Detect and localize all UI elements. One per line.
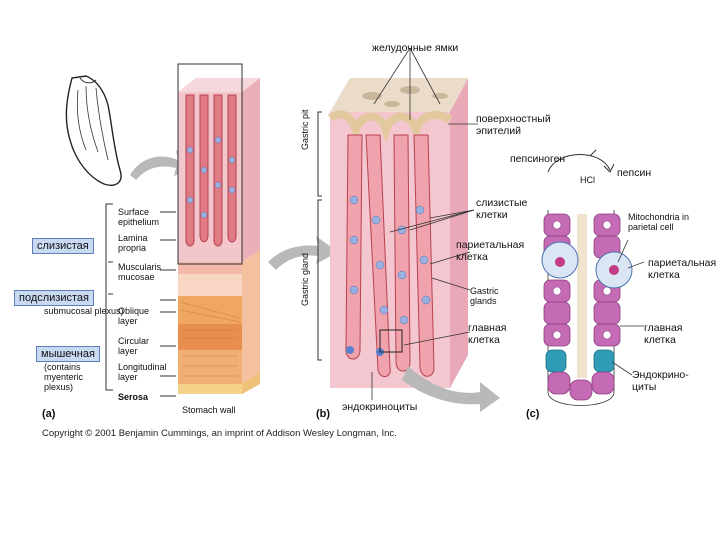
- panel-b-label: (b): [316, 408, 331, 420]
- label-circular-layer: Circular layer: [118, 336, 150, 356]
- box-submucosa: подслизистая: [14, 290, 94, 306]
- label-gastric-glands: Gastric glands: [470, 286, 499, 306]
- box-mucosa: слизистая: [32, 238, 94, 254]
- label-endocrine-cells-c: Эндокрино-циты: [632, 369, 689, 393]
- label-pepsin: пепсин: [617, 167, 652, 179]
- arrow-to-cells: [402, 366, 500, 412]
- panel-a-label: (a): [42, 408, 56, 420]
- label-longitudinal-layer: Longitudinal layer: [118, 362, 167, 382]
- copyright: Copyright © 2001 Benjamin Cummings, an i…: [42, 428, 397, 439]
- layer-brackets: [105, 203, 176, 397]
- label-surface-epithelium: поверхностный эпителий: [476, 113, 551, 137]
- label-gastric-pits: желудочные ямки: [372, 42, 459, 54]
- stomach-wall-block: [177, 63, 260, 394]
- label-lamina-propria: Lamina propria: [118, 233, 148, 253]
- gastric-gland-block: [327, 78, 468, 388]
- label-myenteric-plexus: (contains myenteric plexus): [44, 362, 84, 392]
- label-gastric-gland: Gastric gland: [300, 252, 310, 306]
- label-parietal-cell-c: париетальная клетка: [648, 257, 717, 281]
- label-hcl: HCl: [580, 175, 595, 185]
- label-surface-epithelium-en: Surface epithelium: [118, 207, 160, 227]
- stomach-sketch: [65, 75, 122, 186]
- label-chief-cell: главная клетка: [468, 322, 507, 346]
- label-gastric-pit: Gastric pit: [300, 109, 310, 150]
- arrow-to-gland: [268, 236, 338, 270]
- label-muscularis-mucosae: Muscularis mucosae: [118, 262, 162, 282]
- label-endocrine-cells: эндокриноциты: [342, 401, 418, 413]
- gland-cells-panel: [541, 210, 645, 406]
- label-submucosal-plexus: submucosal plexus): [44, 306, 124, 316]
- label-mucous-cells: слизистые клетки: [476, 197, 528, 221]
- label-oblique-layer: Oblique layer: [118, 306, 150, 326]
- box-muscularis: мышечная: [36, 346, 100, 362]
- label-serosa: Serosa: [118, 392, 149, 402]
- label-pepsinogen: пепсиноген: [510, 153, 566, 165]
- label-parietal-cell: париетальная клетка: [456, 239, 525, 263]
- label-chief-cell-c: главная клетка: [644, 322, 683, 346]
- label-mitochondria: Mitochondria in parietal cell: [628, 212, 690, 232]
- label-stomach-wall: Stomach wall: [182, 405, 236, 415]
- panel-c-label: (c): [526, 408, 540, 420]
